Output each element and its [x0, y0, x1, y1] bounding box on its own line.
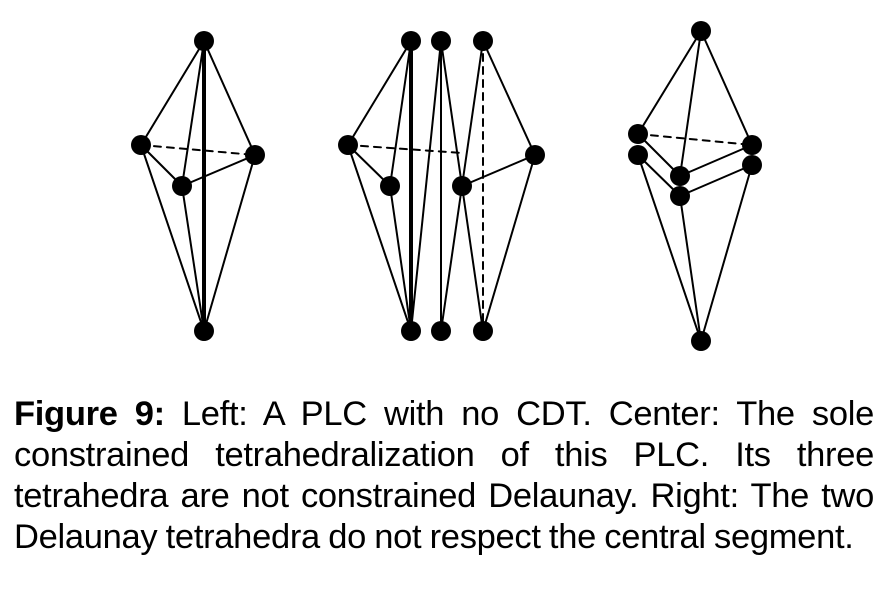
vertex [670, 166, 690, 186]
vertex [691, 331, 711, 351]
vertex [194, 321, 214, 341]
vertex [742, 135, 762, 155]
vertex [473, 321, 493, 341]
vertex [628, 145, 648, 165]
vertex [525, 145, 545, 165]
right-delaunay-diagram [628, 21, 762, 351]
vertex [194, 31, 214, 51]
left-plc-diagram [131, 31, 265, 341]
vertex [401, 321, 421, 341]
vertex [431, 31, 451, 51]
figure-label: Figure 9: [14, 395, 165, 433]
vertex [172, 176, 192, 196]
vertex [452, 176, 472, 196]
vertex [742, 155, 762, 175]
vertex [628, 124, 648, 144]
vertex [431, 321, 451, 341]
vertex [473, 31, 493, 51]
vertex [131, 135, 151, 155]
vertex [670, 186, 690, 206]
caption-text: Left: A PLC with no CDT. Center: The sol… [14, 395, 874, 556]
figure-illustration [131, 21, 762, 351]
vertex [380, 176, 400, 196]
vertex [401, 31, 421, 51]
vertex [338, 135, 358, 155]
center-tetrahedralization-diagram [338, 31, 545, 341]
vertex [691, 21, 711, 41]
figure-caption: Figure 9: Left: A PLC with no CDT. Cente… [14, 394, 874, 558]
vertex [245, 145, 265, 165]
